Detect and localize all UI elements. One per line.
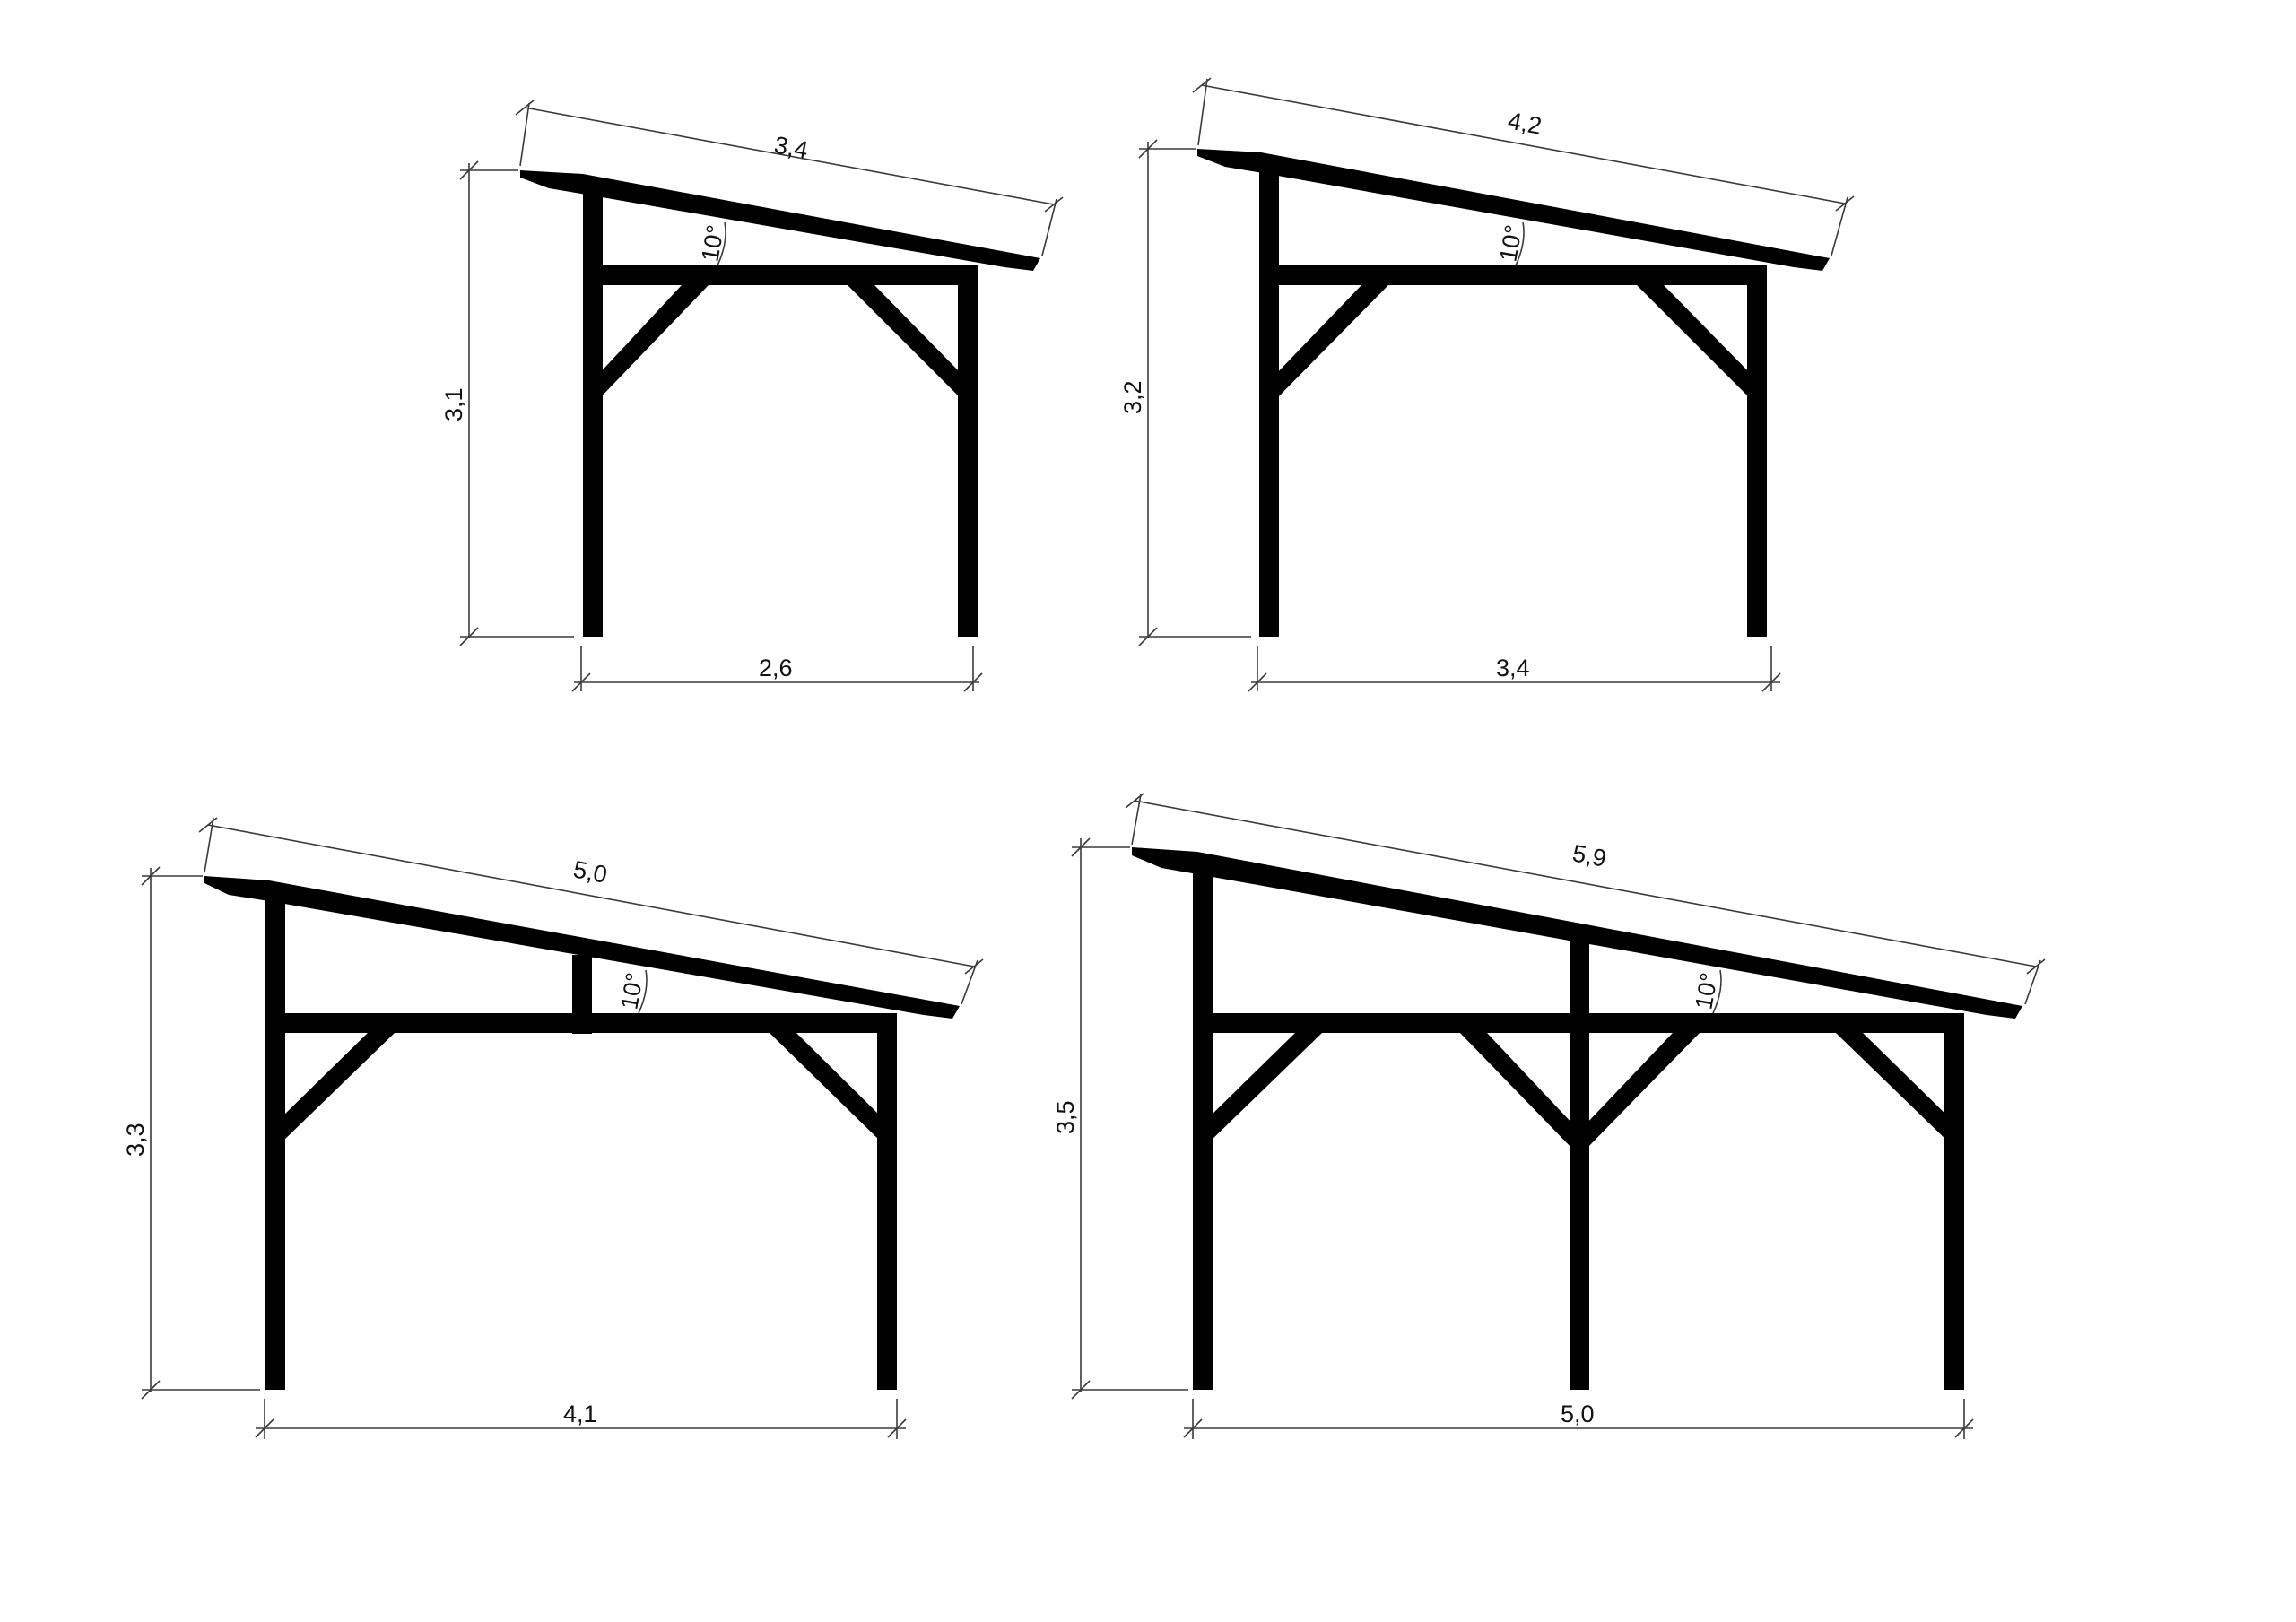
width-dimension-tick-left [1183,1418,1203,1438]
roof-dimension-tick-right [2026,958,2046,975]
drawing-3: 10° 5,0 3,3 4,1 [122,817,984,1439]
right-brace [1637,285,1753,402]
roof-dimension-tick-right [1044,196,1064,213]
roof-dimension-tick-left [1125,793,1144,809]
center-right-brace [1585,1033,1700,1150]
right-post [1944,1013,1964,1390]
left-brace [1274,285,1388,402]
left-brace [1207,1033,1322,1144]
roof-length-label: 5,9 [1570,839,1608,872]
right-brace [770,1033,883,1144]
height-dimension-tick-top [1071,837,1091,857]
width-dimension-tick-right [1954,1418,1974,1438]
roof-dimension-line [207,824,975,967]
roof-dimension-ext-right [1041,198,1057,256]
drawing-1: 10° 3,4 3,1 2,6 [440,100,1064,692]
roof-dimension-ext-right [2024,959,2041,1005]
center-post [1570,937,1589,1390]
width-dimension-tick-left [571,672,591,692]
width-dimension-tick-right [1761,672,1781,692]
drawing-2: 10° 4,2 3,2 3,4 [1119,77,1855,692]
height-dimension-tick-bottom [141,1380,161,1400]
left-post [1259,170,1279,637]
angle-label: 10° [1690,971,1723,1011]
roof-dimension-ext-right [1831,196,1848,256]
right-post [1747,265,1767,637]
height-label: 3,1 [440,387,467,421]
roof-dimension-line [1134,800,2037,967]
angle-arc [717,221,726,266]
right-post [877,1013,897,1390]
width-label: 4,1 [563,1401,597,1427]
roof-beam [1197,149,1830,271]
width-dimension-tick-right [963,672,983,692]
right-brace [848,285,964,402]
left-post [583,193,603,637]
width-label: 3,4 [1496,655,1530,681]
roof-dimension-ext-left [1131,794,1142,846]
height-label: 3,2 [1119,380,1146,414]
roof-dimension-tick-right [1835,195,1855,212]
width-label: 5,0 [1561,1401,1595,1427]
width-dimension-tick-left [1248,672,1267,692]
roof-dimension-ext-left [1197,78,1208,146]
roof-length-label: 4,2 [1506,107,1544,139]
angle-label: 10° [696,223,729,264]
roof-dimension-line [524,107,1055,205]
height-label: 3,5 [1052,1100,1079,1134]
height-dimension-tick-bottom [1138,627,1158,646]
angle-arc [638,969,648,1014]
roof-beam [1132,847,2022,1019]
left-brace [596,285,709,402]
roof-dimension-ext-right [961,959,978,1005]
width-dimension-tick-right [887,1418,907,1438]
height-dimension-tick-bottom [1071,1380,1091,1400]
center-left-brace [1460,1033,1574,1150]
roof-beam [204,876,960,1019]
height-dimension-tick-top [141,866,161,886]
right-brace [1836,1033,1951,1144]
tie-beam [265,1013,897,1033]
roof-dimension-tick-right [964,958,984,975]
height-label: 3,3 [122,1123,149,1157]
angle-arc [1515,221,1525,266]
right-post [958,265,978,637]
roof-beam [520,170,1040,271]
angle-label: 10° [1494,223,1527,264]
roof-dimension-tick-left [515,100,535,116]
tie-beam [583,265,978,285]
roof-length-label: 3,4 [772,131,810,163]
left-post [265,898,285,1390]
tie-beam [1193,1013,1964,1033]
tie-beam [1259,265,1767,285]
height-dimension-tick-top [1138,139,1158,159]
drawing-4: 10° 5,9 3,5 5,0 [1052,793,2046,1439]
roof-length-label: 5,0 [571,855,609,888]
roof-dimension-tick-left [198,817,218,833]
roof-dimension-line [1201,84,1846,204]
left-brace [280,1033,395,1144]
angle-label: 10° [615,971,648,1011]
height-dimension-tick-top [459,160,479,180]
left-post [1193,870,1213,1390]
width-dimension-tick-left [255,1418,274,1438]
roof-dimension-ext-left [204,817,214,873]
roof-dimension-ext-left [519,102,530,167]
roof-dimension-tick-left [1192,77,1212,93]
angle-arc [1712,969,1722,1014]
width-label: 2,6 [759,655,793,681]
height-dimension-tick-bottom [459,627,479,646]
